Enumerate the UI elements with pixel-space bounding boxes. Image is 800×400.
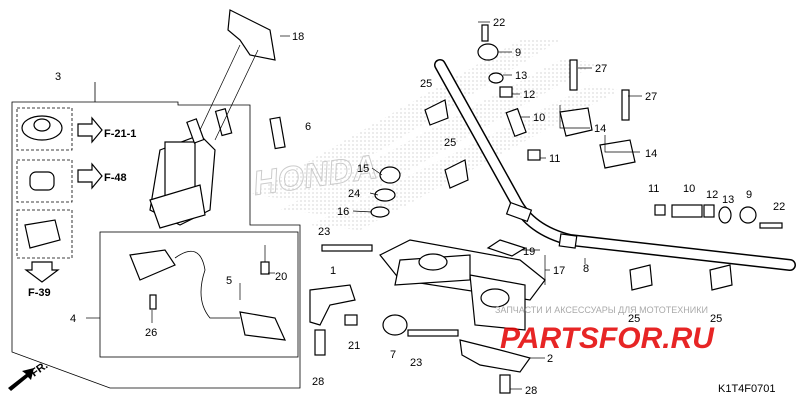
callout-22-right: 22 <box>773 201 785 213</box>
leader-lines <box>86 21 642 390</box>
callout-2: 2 <box>547 353 553 365</box>
watermark-tagline: ЗАПЧАСТИ И АКСЕССУАРЫ ДЛЯ МОТОТЕХНИКИ <box>495 305 708 315</box>
callout-27-a: 27 <box>595 63 607 75</box>
callout-12-top: 12 <box>523 89 535 101</box>
handlebar-assembly <box>370 24 796 331</box>
watermark-brand: PARTSFOR.RU <box>500 322 715 355</box>
callout-14-a: 14 <box>594 123 606 135</box>
honda-wing-watermark: HONDA <box>250 40 620 230</box>
callout-7: 7 <box>390 349 396 361</box>
front-label: FR. <box>29 359 50 379</box>
callout-23-b: 23 <box>410 357 422 369</box>
callout-28-b: 28 <box>525 385 537 397</box>
callout-3: 3 <box>55 71 61 83</box>
ref-f48: F-48 <box>104 172 127 184</box>
callout-12-right: 12 <box>706 189 718 201</box>
callout-numbers: 3 18 6 20 5 4 26 22 9 13 12 10 11 27 27 … <box>55 17 785 397</box>
lower-brackets-group <box>309 244 531 394</box>
ref-f39: F-39 <box>28 287 51 299</box>
callout-11-right: 11 <box>648 183 659 195</box>
callout-1: 1 <box>330 265 336 277</box>
ignition-switch-group <box>11 9 301 389</box>
callout-8: 8 <box>583 263 589 275</box>
callout-28-a: 28 <box>312 376 324 388</box>
callout-5: 5 <box>226 275 232 287</box>
shop-watermark: ЗАПЧАСТИ И АКСЕССУАРЫ ДЛЯ МОТОТЕХНИКИ PA… <box>495 305 715 355</box>
callout-18: 18 <box>292 31 304 43</box>
callout-20: 20 <box>275 271 287 283</box>
callout-23-a: 23 <box>318 226 330 238</box>
callout-25-b: 25 <box>444 137 456 149</box>
callout-11-top: 11 <box>549 153 560 165</box>
callout-13-right: 13 <box>722 194 734 206</box>
callout-13-top: 13 <box>515 70 527 82</box>
callout-4: 4 <box>70 313 76 325</box>
callout-6: 6 <box>305 121 311 133</box>
callout-21: 21 <box>348 340 360 352</box>
callout-9-right: 9 <box>746 189 752 201</box>
callout-19: 19 <box>523 246 535 258</box>
callout-22-top: 22 <box>493 17 505 29</box>
ref-f21: F-21-1 <box>104 128 136 140</box>
callout-10-right: 10 <box>683 183 695 195</box>
callout-24: 24 <box>348 188 360 200</box>
callout-27-b: 27 <box>645 91 657 103</box>
callout-9-top: 9 <box>515 47 521 59</box>
callout-10-top: 10 <box>533 112 545 124</box>
callout-26: 26 <box>145 327 157 339</box>
callout-17: 17 <box>553 265 565 277</box>
callout-16: 16 <box>337 206 349 218</box>
callout-25-a: 25 <box>420 78 432 90</box>
front-arrow: FR. <box>8 359 50 391</box>
diagram-code: K1T4F0701 <box>718 383 775 395</box>
callout-25-d: 25 <box>710 313 722 325</box>
callout-14-b: 14 <box>645 148 657 160</box>
callout-25-c: 25 <box>628 313 640 325</box>
callout-15: 15 <box>357 163 369 175</box>
